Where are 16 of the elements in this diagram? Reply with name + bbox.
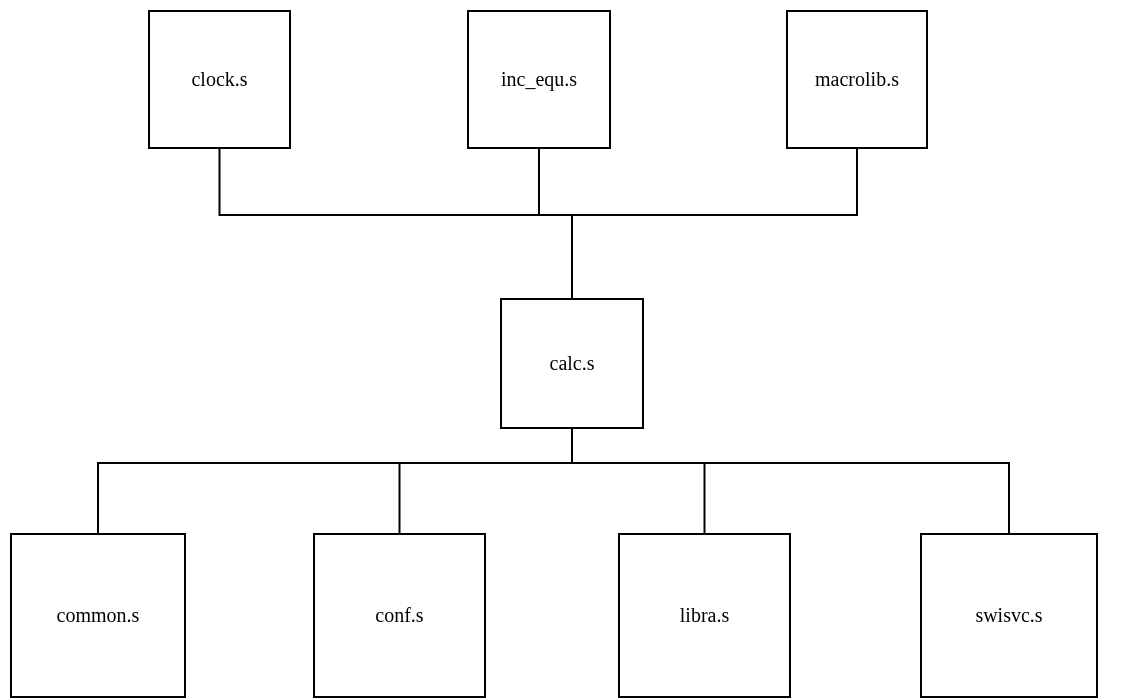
file-name: inc_equ.s	[500, 68, 578, 91]
file-box	[467, 10, 611, 149]
file-name: clock.s	[191, 68, 248, 91]
file-box	[920, 533, 1098, 698]
file-name: libra.s	[679, 604, 730, 627]
file-box	[786, 10, 928, 149]
file-box	[10, 533, 186, 698]
file-name: swisvc.s	[975, 604, 1043, 627]
file-box	[618, 533, 791, 698]
file-name: macrolib.s	[815, 68, 899, 91]
file-box	[313, 533, 486, 698]
file-box	[148, 10, 291, 149]
file-box	[500, 298, 644, 429]
file-name: calc.s	[549, 352, 595, 375]
file-name: conf.s	[375, 604, 424, 627]
file-name: common.s	[56, 604, 140, 627]
